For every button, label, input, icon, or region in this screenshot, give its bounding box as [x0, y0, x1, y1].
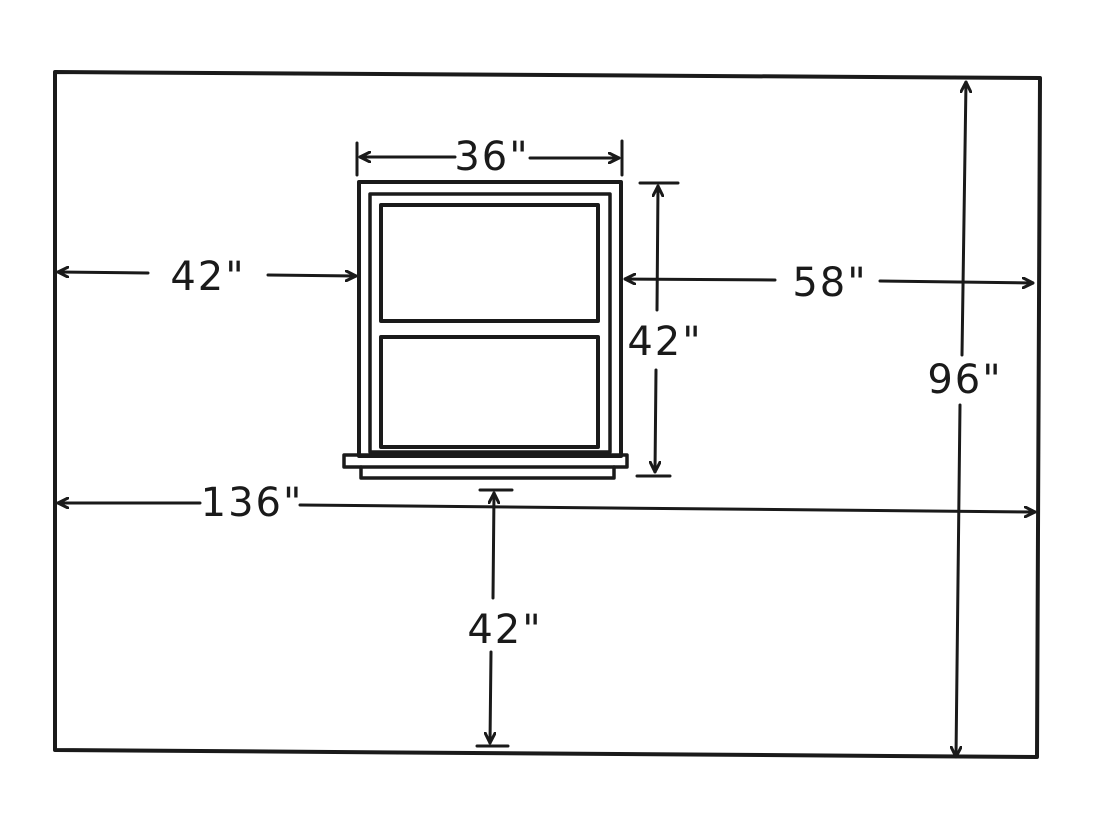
window-apron: [359, 465, 616, 480]
window-height-dimension: 42": [627, 181, 702, 478]
wall-outline: [53, 70, 1042, 759]
window-upper-pane: [379, 203, 600, 323]
wall-height-label: 96": [927, 357, 1002, 403]
wall-height-dimension: 96": [927, 80, 1002, 759]
window: [342, 180, 629, 480]
window-height-label: 42": [627, 319, 702, 365]
window-sill: [342, 453, 629, 469]
window-width-dimension: 36": [355, 134, 624, 180]
right-offset-label: 58": [792, 260, 867, 306]
wall-width-dimension: 136": [56, 480, 1037, 526]
sill-height-label: 42": [467, 607, 542, 653]
window-lower-pane: [379, 335, 600, 449]
sill-height-dimension: 42": [467, 488, 542, 748]
wall-width-label: 136": [201, 480, 304, 526]
window-inner-frame: [368, 192, 612, 454]
right-offset-dimension: 58": [623, 260, 1035, 306]
window-width-label: 36": [454, 134, 529, 180]
left-offset-label: 42": [170, 254, 245, 300]
left-offset-dimension: 42": [56, 254, 358, 300]
